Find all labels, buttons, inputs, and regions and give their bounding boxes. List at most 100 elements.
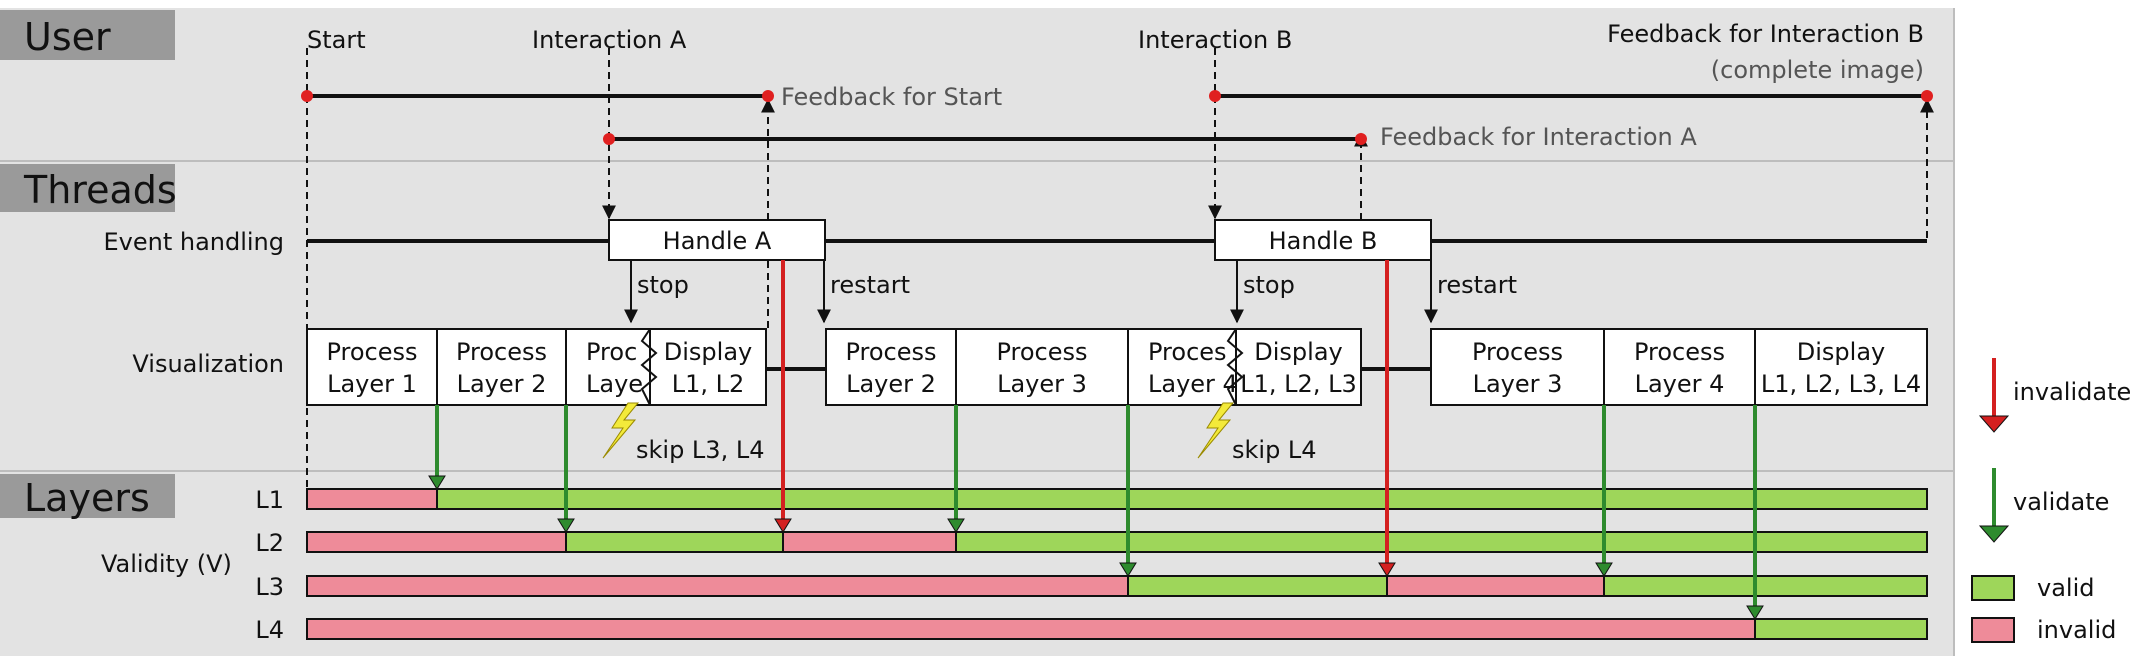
validity-bar-valid bbox=[1754, 618, 1928, 640]
legend-validate-arrow-head bbox=[1978, 525, 2010, 543]
state-arrows bbox=[428, 260, 1764, 620]
validity-bar-valid bbox=[1127, 575, 1388, 597]
validate-arrow-head bbox=[1746, 605, 1764, 620]
process-box-line2: L1, L2, L3 bbox=[1240, 370, 1356, 398]
process-box-line1: Display bbox=[664, 338, 752, 366]
validate-arrow-head bbox=[1595, 562, 1613, 577]
invalidate-arrow-head bbox=[1378, 562, 1396, 577]
process-box-line2: Layer 4 bbox=[1635, 370, 1725, 398]
process-box-line1: Process bbox=[1634, 338, 1725, 366]
validity-bar-invalid bbox=[1386, 575, 1605, 597]
legend-invalidate-label: invalidate bbox=[2013, 378, 2131, 406]
process-box-line1: Proces bbox=[1148, 338, 1227, 366]
validity-bars bbox=[306, 488, 1928, 640]
legend-valid-swatch bbox=[1971, 575, 2015, 601]
legend-invalidate-arrow-head bbox=[1978, 415, 2010, 433]
stop-b-label: stop bbox=[1243, 271, 1295, 299]
process-box-line2: L1, L2, L3, L4 bbox=[1761, 370, 1921, 398]
process-box-line2: Layer 2 bbox=[846, 370, 936, 398]
threads-header-tab bbox=[0, 164, 175, 212]
feedback-start-dot bbox=[762, 90, 774, 102]
validity-bar-valid bbox=[955, 531, 1928, 553]
lightning-icon bbox=[1197, 402, 1235, 459]
feedback-b-sublabel: (complete image) bbox=[1711, 56, 1924, 84]
visualization-label: Visualization bbox=[132, 350, 284, 378]
process-box-line1: Display bbox=[1254, 338, 1342, 366]
skip-a-label: skip L3, L4 bbox=[636, 436, 764, 464]
validity-label: Validity (V) bbox=[101, 550, 232, 578]
layer-l4-label: L4 bbox=[255, 616, 284, 644]
handle-a-label: Handle A bbox=[663, 227, 772, 255]
start-label: Start bbox=[307, 26, 366, 54]
process-box-line2: Layer 4 bbox=[1148, 370, 1238, 398]
process-box-line2: Layer 3 bbox=[997, 370, 1087, 398]
legend-invalid-swatch bbox=[1971, 617, 2015, 643]
process-box bbox=[649, 328, 767, 406]
validity-bar-invalid bbox=[306, 618, 1756, 640]
stop-a-label: stop bbox=[637, 271, 689, 299]
layers-section-title: Layers bbox=[24, 476, 150, 520]
interaction-a-dot bbox=[603, 133, 615, 145]
process-box-line1: Process bbox=[845, 338, 936, 366]
process-box bbox=[565, 328, 651, 406]
handle-a-box bbox=[608, 219, 826, 261]
restart-a-label: restart bbox=[830, 271, 910, 299]
validity-bar-valid bbox=[436, 488, 1928, 510]
interrupt-break-mark bbox=[640, 328, 658, 406]
user-section-bg bbox=[0, 8, 1954, 160]
validity-bar-valid bbox=[1603, 575, 1928, 597]
legend-invalid-label: invalid bbox=[2037, 616, 2116, 644]
handle-b-box bbox=[1214, 219, 1432, 261]
layers-header-tab bbox=[0, 474, 175, 518]
process-box-line2: Laye bbox=[586, 370, 643, 398]
interrupt-break-mark bbox=[1226, 328, 1244, 406]
start-dot bbox=[301, 90, 313, 102]
interaction-b-label: Interaction B bbox=[1138, 26, 1292, 54]
process-box-line1: Process bbox=[1472, 338, 1563, 366]
process-box bbox=[955, 328, 1129, 406]
process-box-line1: Proc bbox=[586, 338, 637, 366]
interaction-b-dot bbox=[1209, 90, 1221, 102]
restart-b-label: restart bbox=[1437, 271, 1517, 299]
event-handling-label: Event handling bbox=[103, 228, 284, 256]
process-box-line1: Process bbox=[996, 338, 1087, 366]
process-box-line1: Display bbox=[1797, 338, 1885, 366]
validity-bar-invalid bbox=[306, 575, 1129, 597]
user-header-tab bbox=[0, 10, 175, 60]
invalidate-arrow-head bbox=[774, 518, 792, 533]
validate-arrow-head bbox=[428, 475, 446, 490]
layer-l3-label: L3 bbox=[255, 573, 284, 601]
process-box bbox=[306, 328, 438, 406]
validity-bar-invalid bbox=[306, 488, 438, 510]
lightning-icon bbox=[602, 402, 640, 459]
feedback-a-dot bbox=[1355, 133, 1367, 145]
layer-l2-label: L2 bbox=[255, 529, 284, 557]
validity-bar-invalid bbox=[782, 531, 957, 553]
process-box bbox=[436, 328, 567, 406]
threads-section-title: Threads bbox=[23, 168, 177, 212]
handle-b-label: Handle B bbox=[1269, 227, 1378, 255]
validity-bar-valid bbox=[565, 531, 784, 553]
legend bbox=[1978, 358, 2010, 543]
process-box bbox=[1430, 328, 1605, 406]
validate-arrow-head bbox=[947, 518, 965, 533]
feedback-a-label: Feedback for Interaction A bbox=[1380, 123, 1697, 151]
threads-section-bg bbox=[0, 162, 1954, 470]
skip-b-label: skip L4 bbox=[1232, 436, 1317, 464]
user-section-title: User bbox=[24, 15, 111, 59]
feedback-b-dot bbox=[1921, 90, 1933, 102]
validate-arrow-head bbox=[1119, 562, 1137, 577]
layer-l1-label: L1 bbox=[255, 486, 284, 514]
validity-bar-invalid bbox=[306, 531, 567, 553]
process-box bbox=[1235, 328, 1362, 406]
interaction-a-label: Interaction A bbox=[532, 26, 687, 54]
process-box-line2: Layer 3 bbox=[1473, 370, 1563, 398]
process-box-line2: L1, L2 bbox=[672, 370, 745, 398]
process-box-line2: Layer 2 bbox=[457, 370, 547, 398]
validate-arrow-head bbox=[557, 518, 575, 533]
process-box-line1: Process bbox=[456, 338, 547, 366]
legend-validate-label: validate bbox=[2013, 488, 2109, 516]
legend-valid-label: valid bbox=[2037, 574, 2094, 602]
